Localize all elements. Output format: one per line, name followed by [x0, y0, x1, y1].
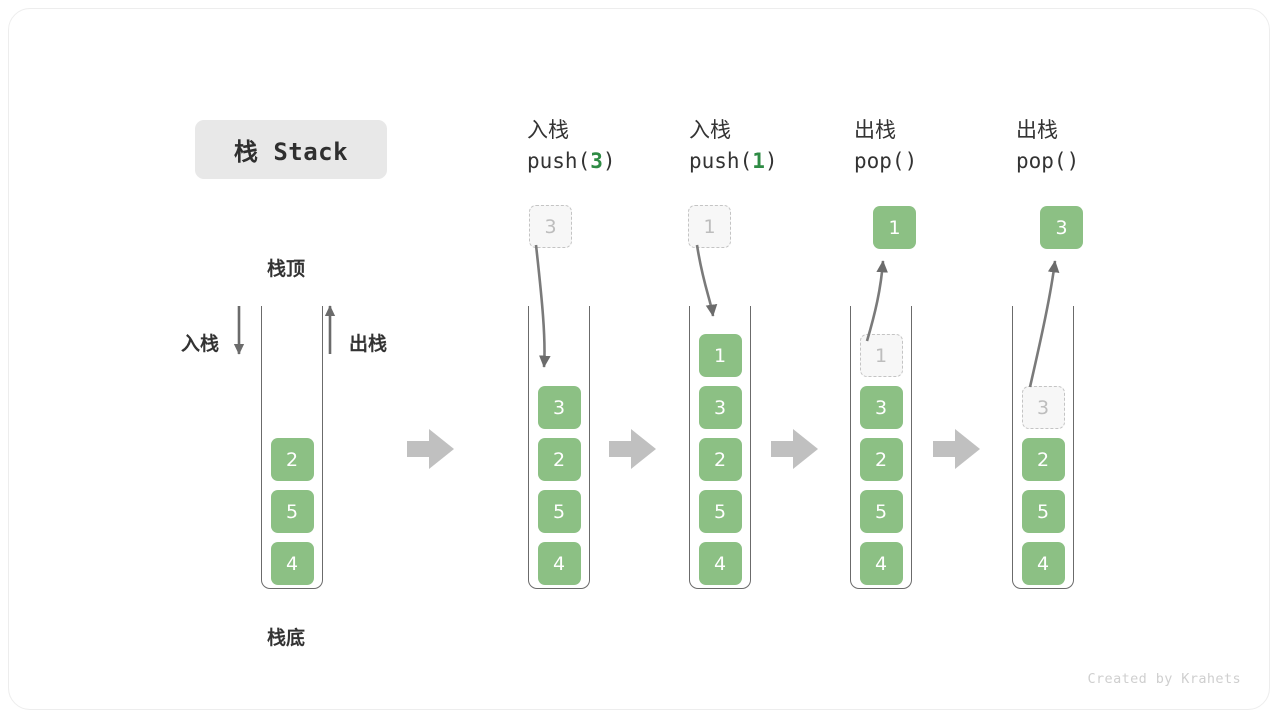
code-suffix: ) [602, 149, 616, 173]
stack-cell: 2 [537, 438, 581, 481]
code-prefix: pop( [1016, 149, 1067, 173]
stack-cell: 1 [698, 334, 742, 377]
stack-cell: 4 [1021, 542, 1065, 585]
code-suffix: ) [1066, 149, 1080, 173]
stack-cell: 5 [859, 490, 903, 533]
operation-caption-pop-3: 出栈 pop() [1016, 115, 1166, 177]
code-argument: 1 [752, 149, 765, 173]
stack-column-initial: 4 5 2 [261, 306, 323, 589]
stack-bottom-label: 栈底 [267, 627, 306, 649]
step-arrow [407, 429, 454, 469]
operation-caption-push-1: 入栈 push(1) [689, 115, 839, 177]
stack-slots: 4 5 2 [261, 429, 323, 585]
stack-slots: 4 5 2 3 [1012, 377, 1074, 585]
stack-cell: 2 [698, 438, 742, 481]
code-prefix: push( [689, 149, 753, 173]
stack-cell: 5 [270, 490, 314, 533]
stack-cell: 4 [859, 542, 903, 585]
code-argument: 3 [590, 149, 603, 173]
stack-cell: 4 [537, 542, 581, 585]
code-suffix: ) [904, 149, 918, 173]
push-direction-label: 入栈 [181, 333, 220, 355]
stack-cell: 2 [1021, 438, 1065, 481]
operation-name: 出栈 [1016, 118, 1058, 142]
stack-cell: 5 [537, 490, 581, 533]
stack-container [689, 306, 751, 589]
code-prefix: pop( [854, 149, 905, 173]
stack-cell: 3 [698, 386, 742, 429]
credit-text: Created by Krahets [1087, 671, 1241, 687]
operation-name: 入栈 [689, 118, 731, 142]
step-arrow [609, 429, 656, 469]
stack-container [1012, 306, 1074, 589]
stack-cell: 3 [1021, 386, 1065, 429]
stack-slots: 4 5 2 3 [528, 377, 590, 585]
operation-code: pop() [854, 145, 1004, 177]
stack-cell: 3 [537, 386, 581, 429]
stack-column-push-3: 4 5 2 3 [528, 306, 590, 589]
stack-container [261, 306, 323, 589]
operation-code: pop() [1016, 145, 1166, 177]
stack-slots: 4 5 2 3 1 [689, 325, 751, 585]
code-prefix: push( [527, 149, 591, 173]
stack-cell: 4 [270, 542, 314, 585]
code-suffix: ) [764, 149, 778, 173]
stack-cell: 3 [859, 386, 903, 429]
stack-cell: 1 [859, 334, 903, 377]
incoming-element-3: 3 [529, 205, 572, 248]
stack-cell: 4 [698, 542, 742, 585]
operation-name: 入栈 [527, 118, 569, 142]
stack-top-label: 栈顶 [267, 258, 306, 280]
stack-container [528, 306, 590, 589]
stack-column-pop-1: 4 5 2 3 1 [850, 306, 912, 589]
operation-caption-push-3: 入栈 push(3) [527, 115, 677, 177]
operation-code: push(1) [689, 145, 839, 177]
stack-cell: 5 [698, 490, 742, 533]
stack-cell: 2 [270, 438, 314, 481]
stack-cell: 2 [859, 438, 903, 481]
step-arrow [933, 429, 980, 469]
diagram-card: 栈 Stack 栈顶 栈底 入栈 出栈 4 5 2 入栈 push(3) 3 4… [8, 8, 1270, 710]
diagram-title-chip: 栈 Stack [195, 120, 387, 179]
stack-cell: 5 [1021, 490, 1065, 533]
popped-element-1: 1 [873, 206, 916, 249]
popped-element-3: 3 [1040, 206, 1083, 249]
stack-container [850, 306, 912, 589]
page-title: 栈 Stack [233, 138, 349, 166]
incoming-element-1: 1 [688, 205, 731, 248]
step-arrow [771, 429, 818, 469]
operation-caption-pop-1: 出栈 pop() [854, 115, 1004, 177]
stack-column-push-1: 4 5 2 3 1 [689, 306, 751, 589]
operation-code: push(3) [527, 145, 677, 177]
stack-column-pop-3: 4 5 2 3 [1012, 306, 1074, 589]
pop-direction-label: 出栈 [349, 333, 388, 355]
stack-slots: 4 5 2 3 1 [850, 325, 912, 585]
operation-name: 出栈 [854, 118, 896, 142]
